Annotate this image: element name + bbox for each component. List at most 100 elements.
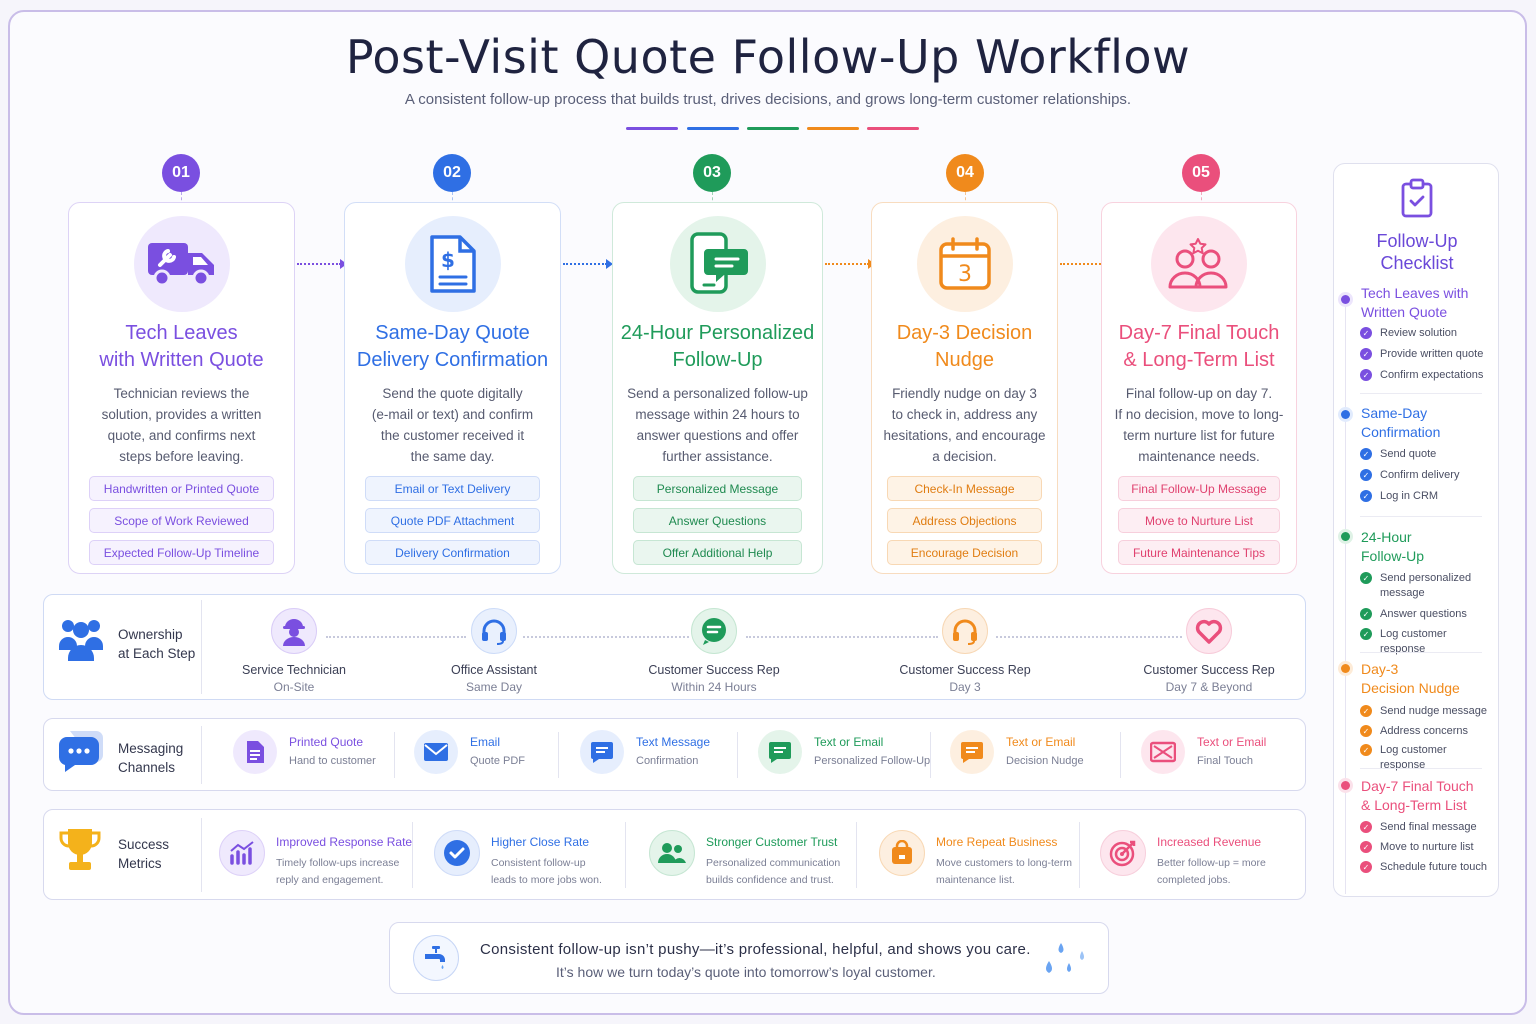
- target-icon: [1100, 830, 1146, 876]
- item-divider: [394, 732, 395, 778]
- checklist-item-label: Confirm expectations: [1380, 369, 1484, 381]
- owner-name: Customer Success Rep: [1143, 663, 1275, 677]
- section-title-line: Day-7 Final Touch: [1361, 778, 1474, 794]
- check-icon: ✓: [1360, 348, 1372, 360]
- checklist-item-label: Address concerns: [1380, 725, 1469, 737]
- channel-purpose: Quote PDF: [470, 755, 526, 767]
- owner-name: Customer Success Rep: [648, 663, 780, 677]
- desc-line: answer questions and offer: [636, 428, 799, 443]
- desc-line: to check in, address any: [891, 407, 1038, 422]
- step-card-04: 3 Day-3 Decision Nudge Friendly nudge on…: [871, 202, 1058, 574]
- label-line: Ownership: [118, 627, 183, 642]
- check-icon: ✓: [1360, 469, 1372, 481]
- owner-item: Office Assistant Same Day: [414, 608, 574, 694]
- ownership-dotted-line: [326, 636, 466, 638]
- ownership-band: [43, 594, 1306, 700]
- accent-rule-purple: [626, 127, 678, 130]
- messaging-label: Messaging Channels: [118, 739, 183, 777]
- desc-line: hesitations, and encourage: [883, 428, 1046, 443]
- owner-name: Office Assistant: [451, 663, 537, 677]
- checklist-item[interactable]: ✓ Address concerns: [1360, 724, 1490, 739]
- metric-name: Increased Revenue: [1157, 835, 1262, 849]
- item-divider: [625, 822, 626, 888]
- step-pill: Quote PDF Attachment: [365, 508, 540, 533]
- item-divider: [930, 732, 931, 778]
- label-line: Channels: [118, 760, 176, 775]
- checklist-item[interactable]: ✓Move to nurture list: [1360, 840, 1490, 855]
- message-icon: [950, 730, 994, 774]
- channel-name: Text or Email: [814, 735, 884, 749]
- step-badge-02: 02: [433, 154, 471, 192]
- checklist-item[interactable]: ✓Confirm expectations: [1360, 368, 1490, 383]
- desc-line: steps before leaving.: [119, 449, 244, 464]
- page-title: Post-Visit Quote Follow-Up Workflow: [345, 30, 1191, 84]
- checklist-item[interactable]: ✓Send quote: [1360, 447, 1490, 462]
- delivery-truck-wrench-icon: [147, 243, 214, 287]
- metric-desc-line: builds confidence and trust.: [706, 874, 834, 886]
- channel-name: Email: [470, 735, 501, 749]
- checklist-item[interactable]: ✓Send personalized message: [1360, 571, 1490, 601]
- checklist-section-title: Day-3 Decision Nudge: [1361, 660, 1460, 698]
- step-description: Friendly nudge on day 3 to check in, add…: [878, 383, 1051, 467]
- accent-rule-blue: [687, 127, 739, 130]
- checklist-item[interactable]: ✓Review solution: [1360, 326, 1490, 341]
- step-pill: Check-In Message: [887, 476, 1042, 501]
- check-icon: ✓: [1360, 821, 1372, 833]
- flow-arrow: [825, 259, 875, 269]
- ownership-dotted-line: [746, 636, 938, 638]
- envelope-icon: [414, 730, 458, 774]
- metric-text: Increased Revenue Better follow-up = mor…: [1157, 835, 1266, 889]
- step-title-line2: Delivery Confirmation: [356, 349, 549, 371]
- step-title-line1: 24-Hour Personalized: [620, 322, 815, 344]
- check-icon: ✓: [1360, 725, 1372, 737]
- checklist-timeline: [1345, 294, 1346, 894]
- step-title-line1: Tech Leaves: [125, 322, 238, 344]
- band-divider: [201, 818, 202, 892]
- checklist-item[interactable]: ✓Provide written quote: [1360, 347, 1490, 362]
- checklist-item[interactable]: ✓Answer questions: [1360, 607, 1490, 622]
- owner-item: Service Technician On-Site: [214, 608, 374, 694]
- item-divider: [412, 822, 413, 888]
- step-title: Tech Leaves with Written Quote: [73, 320, 290, 374]
- desc-line: Friendly nudge on day 3: [892, 386, 1037, 401]
- metric-item: Increased Revenue Better follow-up = mor…: [1100, 826, 1300, 889]
- step-title: Day-3 Decision Nudge: [876, 320, 1053, 374]
- step-title: Same-Day Quote Delivery Confirmation: [349, 320, 556, 374]
- desc-line: If no decision, move to long-: [1114, 407, 1284, 422]
- check-icon: ✓: [1360, 705, 1372, 717]
- checklist-item[interactable]: ✓Log in CRM: [1360, 489, 1490, 504]
- owner-timing: Day 7 & Beyond: [1165, 680, 1253, 694]
- channel-purpose: Decision Nudge: [1006, 755, 1084, 767]
- checklist-section-title: Tech Leaves with Written Quote: [1361, 284, 1468, 322]
- footer-callout: Consistent follow-up isn’t pushy—it’s pr…: [389, 922, 1109, 994]
- metric-name: Improved Response Rate: [276, 835, 413, 849]
- desc-line: (e-mail or text) and confirm: [371, 407, 534, 422]
- owner-timing: On-Site: [273, 680, 315, 694]
- desc-line: Technician reviews the: [113, 386, 250, 401]
- shopping-bag-icon: [879, 830, 925, 876]
- desc-line: Final follow-up on day 7.: [1125, 386, 1273, 401]
- checklist-item-label: Answer questions: [1380, 608, 1467, 620]
- step-pill: Encourage Decision: [887, 540, 1042, 565]
- item-divider: [558, 732, 559, 778]
- checklist-item[interactable]: ✓Schedule future touch: [1360, 860, 1490, 875]
- checklist-item[interactable]: ✓Confirm delivery: [1360, 468, 1490, 483]
- chat-bubble-icon: [691, 608, 737, 654]
- channel-item: Text or Email Decision Nudge: [950, 730, 1084, 774]
- checklist-item-label: Review solution: [1380, 327, 1458, 339]
- channel-text: Text or Email Decision Nudge: [1006, 735, 1084, 767]
- checklist-item[interactable]: ✓Send final message: [1360, 820, 1490, 835]
- owner-timing: Same Day: [465, 680, 523, 694]
- check-icon: ✓: [1360, 448, 1372, 460]
- channel-item: Text or Email Final Touch: [1141, 730, 1266, 774]
- channel-purpose: Personalized Follow-Up: [814, 755, 931, 767]
- metric-desc-line: maintenance list.: [936, 874, 1015, 886]
- channel-name: Text Message: [636, 735, 711, 749]
- svg-text:$: $: [441, 248, 455, 272]
- step-card-01: Tech Leaves with Written Quote Technicia…: [68, 202, 295, 574]
- item-divider: [856, 822, 857, 888]
- checklist-item[interactable]: ✓Send nudge message: [1360, 704, 1490, 719]
- owner-timing: Within 24 Hours: [671, 680, 757, 694]
